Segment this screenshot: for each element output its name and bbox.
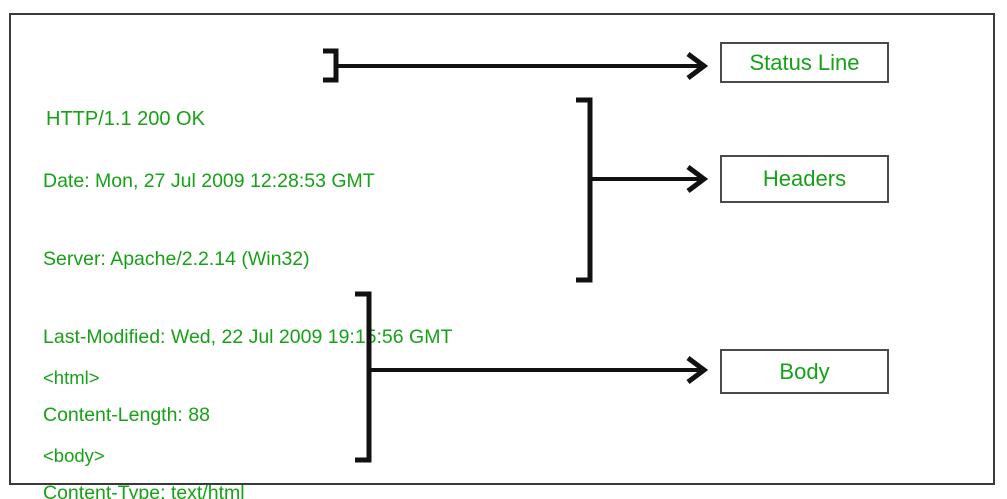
body-text-block: <html> <body> <h1>Hello, World!</h1> </b…	[43, 313, 238, 499]
headers-text-block: Date: Mon, 27 Jul 2009 12:28:53 GMT Serv…	[43, 116, 452, 499]
header-row-content-type: Content-Type: text/html	[43, 482, 245, 499]
label-box-status-line-text: Status Line	[749, 49, 860, 75]
header-row-date: Date: Mon, 27 Jul 2009 12:28:53 GMT	[43, 170, 375, 192]
header-row-content-length: Content-Length: 88	[43, 404, 210, 426]
header-row-server: Server: Apache/2.2.14 (Win32)	[43, 248, 310, 270]
body-row-html-open: <html>	[43, 367, 100, 388]
label-box-status-line: Status Line	[720, 42, 889, 83]
label-box-headers-text: Headers	[762, 166, 847, 191]
header-row-last-modified: Last-Modified: Wed, 22 Jul 2009 19:15:56…	[43, 326, 453, 348]
status-line-text-block: HTTP/1.1 200 OK	[46, 54, 205, 184]
label-box-headers: Headers	[720, 155, 889, 203]
body-row-body-open: <body>	[43, 445, 105, 466]
label-box-body: Body	[720, 349, 889, 394]
diagram-frame	[9, 13, 995, 485]
label-box-body-text: Body	[779, 358, 830, 384]
status-line-row: HTTP/1.1 200 OK	[46, 108, 205, 130]
